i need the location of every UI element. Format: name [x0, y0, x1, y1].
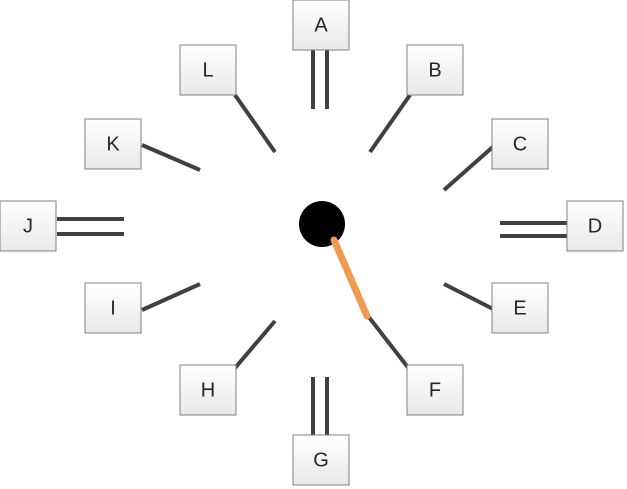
label-text-k: K	[106, 133, 120, 155]
label-box-frame-b	[406, 44, 464, 96]
hub-circle	[299, 201, 345, 247]
label-box-j: J	[0, 200, 57, 252]
label-box-frame-i	[84, 282, 142, 334]
tick-c	[442, 143, 497, 192]
label-text-a: A	[314, 14, 328, 36]
tick-k	[141, 143, 201, 172]
label-box-frame-d	[566, 200, 624, 252]
label-box-f: F	[406, 364, 464, 416]
label-box-frame-e	[491, 282, 549, 334]
label-text-d: D	[588, 215, 602, 237]
tick-e	[443, 282, 496, 312]
label-box-frame-f	[406, 364, 464, 416]
label-box-frame-c	[491, 118, 549, 170]
tick-b	[368, 93, 412, 154]
tick-h	[233, 319, 277, 370]
label-text-h: H	[201, 379, 215, 401]
label-box-d: D	[566, 200, 624, 252]
tick-f	[366, 314, 412, 372]
label-box-h: H	[179, 364, 237, 416]
tick-l	[233, 93, 277, 154]
label-text-i: I	[110, 297, 116, 319]
label-box-e: E	[491, 282, 549, 334]
label-text-b: B	[428, 59, 441, 81]
tick-i	[141, 282, 201, 312]
tick-marks	[57, 50, 568, 436]
label-box-frame-j	[0, 200, 57, 252]
label-text-e: E	[513, 297, 526, 319]
label-box-frame-h	[179, 364, 237, 416]
label-text-f: F	[429, 379, 441, 401]
label-box-i: I	[84, 282, 142, 334]
label-box-a: A	[292, 0, 350, 51]
label-box-g: G	[292, 434, 350, 486]
pointer-needle	[330, 236, 371, 320]
label-box-c: C	[491, 118, 549, 170]
label-box-frame-k	[84, 118, 142, 170]
label-box-frame-l	[179, 44, 237, 96]
label-text-j: J	[23, 215, 33, 237]
dial-center	[299, 201, 371, 320]
label-box-b: B	[406, 44, 464, 96]
label-text-g: G	[313, 449, 329, 471]
label-box-l: L	[179, 44, 237, 96]
label-text-l: L	[202, 59, 213, 81]
label-box-k: K	[84, 118, 142, 170]
label-box-frame-a	[292, 0, 350, 51]
label-box-frame-g	[292, 434, 350, 486]
label-text-c: C	[513, 133, 527, 155]
